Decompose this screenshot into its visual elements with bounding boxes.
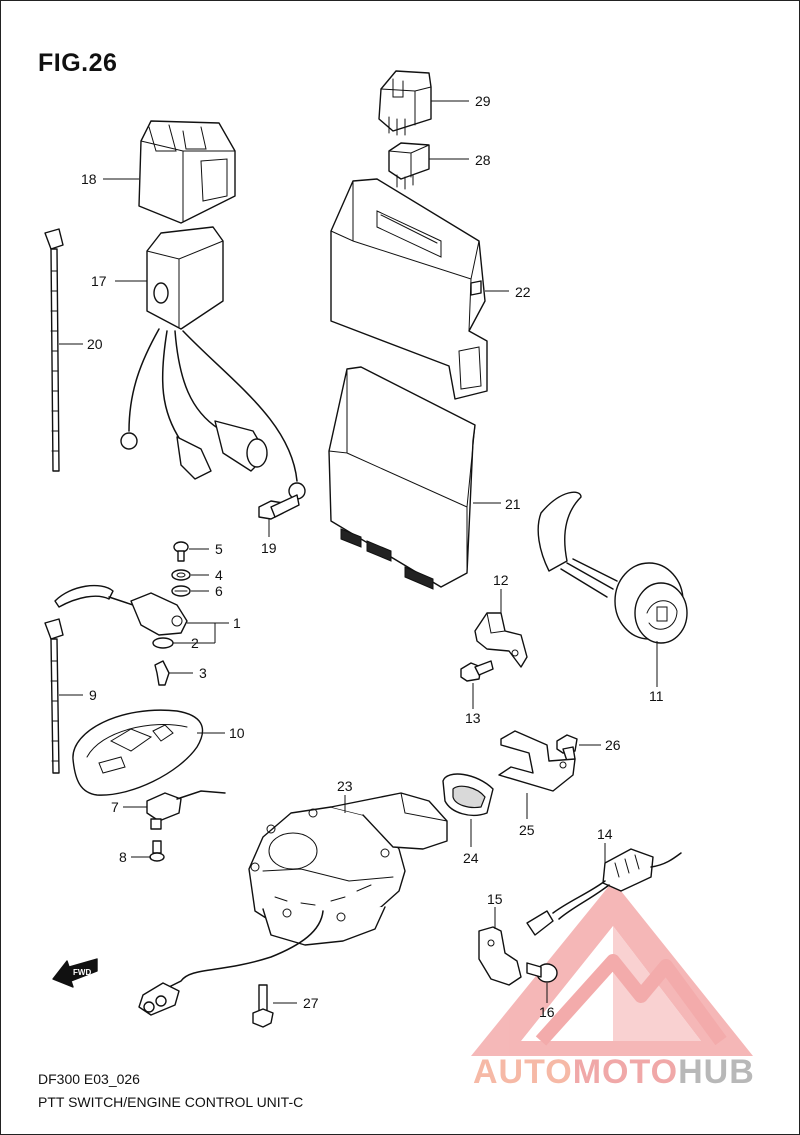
o-ring-2 <box>152 637 215 649</box>
bolt-26 <box>556 734 601 762</box>
callout-14: 14 <box>597 826 613 842</box>
grommet-24 <box>442 773 494 847</box>
tilt-motor-23 <box>138 792 448 1016</box>
washer-6 <box>171 585 209 597</box>
callout-11: 11 <box>649 688 664 704</box>
callout-8: 8 <box>119 849 127 865</box>
callout-9: 9 <box>89 687 97 703</box>
clip-3 <box>154 660 193 686</box>
screw-5 <box>173 541 209 562</box>
callout-13: 13 <box>465 710 481 726</box>
callout-3: 3 <box>199 665 207 681</box>
washer-4 <box>171 569 209 581</box>
watermark-logo <box>471 881 753 1056</box>
callout-28: 28 <box>475 152 491 168</box>
switch-7 <box>123 790 226 830</box>
callout-23: 23 <box>337 778 353 794</box>
cable-tie-9 <box>44 618 83 774</box>
harness-14 <box>526 843 682 936</box>
callout-25: 25 <box>519 822 535 838</box>
bracket-12 <box>474 589 528 668</box>
callout-24: 24 <box>463 850 479 866</box>
callout-6: 6 <box>215 583 223 599</box>
screw-8 <box>131 840 165 862</box>
sensor-1 <box>54 584 229 643</box>
bolt-13 <box>460 660 494 709</box>
sensor-harness-17 <box>115 226 306 500</box>
bolt-27 <box>252 984 297 1028</box>
ecu-cover-22 <box>330 178 509 400</box>
callout-21: 21 <box>505 496 521 512</box>
callout-27: 27 <box>303 995 319 1011</box>
callout-1: 1 <box>233 615 241 631</box>
figure-code: DF300 E03_026 <box>38 1071 140 1087</box>
figure-caption: PTT SWITCH/ENGINE CONTROL UNIT-C <box>38 1094 304 1110</box>
callout-26: 26 <box>605 737 621 753</box>
callout-7: 7 <box>111 799 119 815</box>
callout-15: 15 <box>487 891 503 907</box>
callout-16: 16 <box>539 1004 555 1020</box>
watermark-part-2: MOTO <box>572 1053 679 1091</box>
callout-5: 5 <box>215 541 223 557</box>
watermark-part-1: AUTO <box>473 1053 573 1091</box>
callout-22: 22 <box>515 284 531 300</box>
clamp-15 <box>478 907 522 986</box>
fwd-label: FWD <box>73 968 91 977</box>
callout-17: 17 <box>91 273 107 289</box>
screw-16 <box>526 962 558 1003</box>
callout-labels: 29 28 18 17 22 20 21 19 5 4 12 6 1 2 3 1… <box>81 93 664 1020</box>
relay-29 <box>378 70 469 136</box>
bolt-19 <box>258 494 300 537</box>
bracket-25 <box>498 730 576 819</box>
callout-20: 20 <box>87 336 103 352</box>
switch-panel-10 <box>72 709 225 796</box>
watermark-part-3: HUB <box>678 1053 755 1091</box>
callout-10: 10 <box>229 725 245 741</box>
fwd-arrow-icon: FWD <box>52 958 98 988</box>
ecu-21 <box>328 366 501 590</box>
cable-tie-20 <box>44 228 83 472</box>
callout-18: 18 <box>81 171 97 187</box>
relay-28 <box>388 142 469 190</box>
watermark-text: AUTOMOTOHUB <box>473 1053 755 1092</box>
callout-12: 12 <box>493 572 509 588</box>
callout-19: 19 <box>261 540 277 556</box>
figure-title: FIG.26 <box>38 49 118 77</box>
cover-18 <box>103 120 236 224</box>
callout-2: 2 <box>191 635 199 651</box>
switch-11 <box>537 491 688 687</box>
callout-4: 4 <box>215 567 223 583</box>
callout-29: 29 <box>475 93 491 109</box>
